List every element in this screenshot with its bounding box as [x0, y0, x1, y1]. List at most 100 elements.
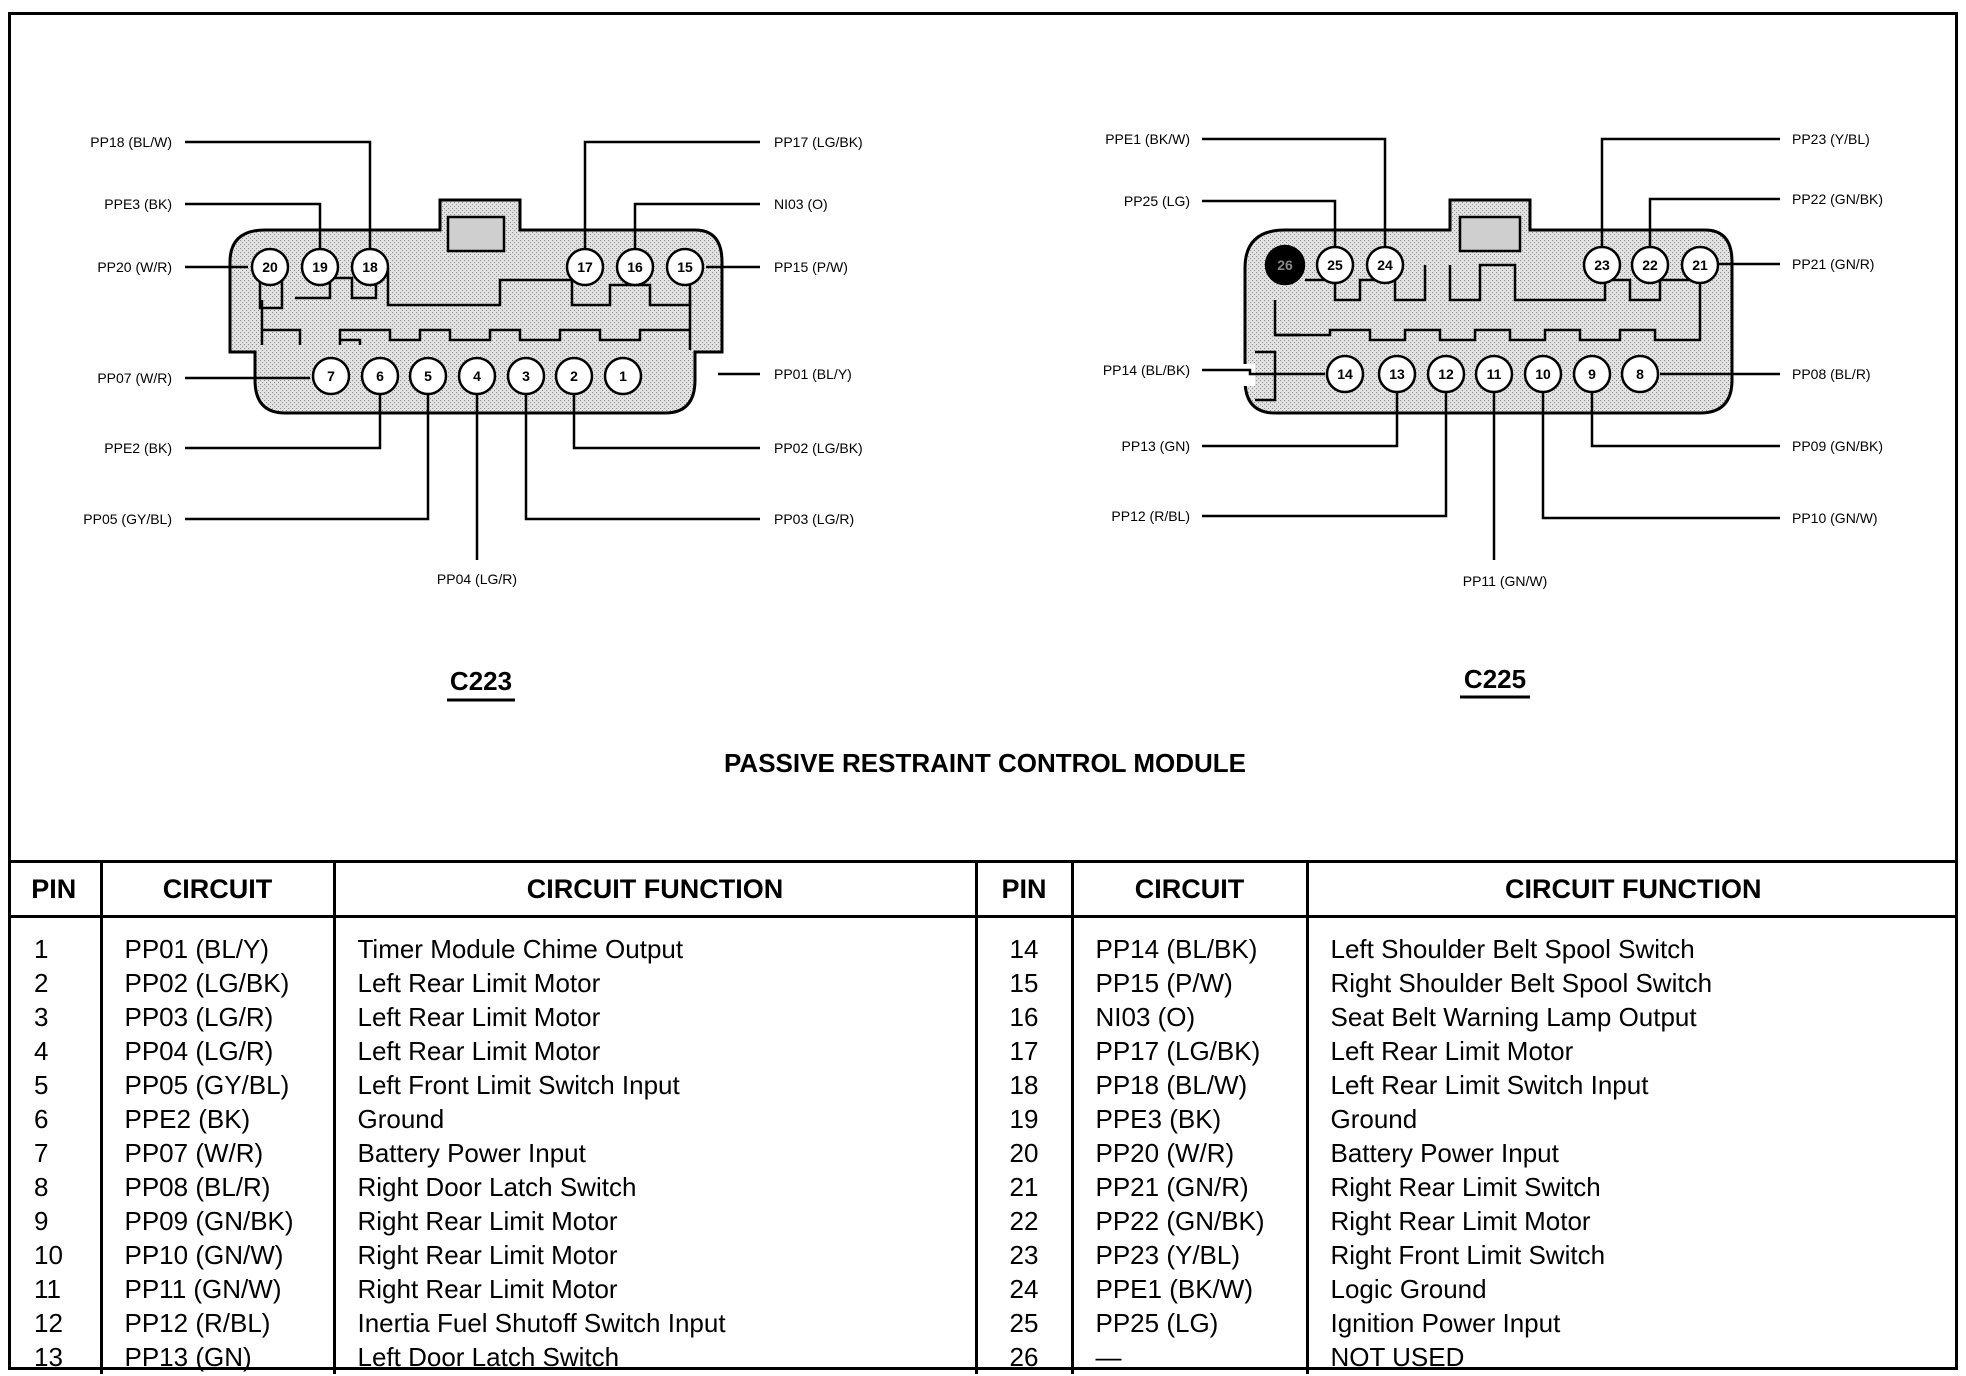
- table-cell-pin: 7: [34, 1138, 49, 1168]
- table-cell-function: Left Shoulder Belt Spool Switch: [1330, 934, 1695, 964]
- c225-leaders: [1202, 137, 1780, 560]
- table-cell-circuit: PP22 (GN/BK): [1095, 1206, 1265, 1236]
- table-cell-function: Left Door Latch Switch: [357, 1342, 620, 1372]
- svg-text:23: 23: [1594, 257, 1610, 273]
- svg-text:13: 13: [1389, 366, 1405, 382]
- table-cell-pin: 15: [1009, 968, 1039, 998]
- c225-connector-name: C225: [1460, 664, 1530, 699]
- c225-label-pp10: PP10 (GN/W): [1792, 510, 1878, 526]
- c225-label-pp11: PP11 (GN/W): [1463, 573, 1548, 589]
- svg-text:5: 5: [424, 368, 432, 384]
- c225-label-pp22: PP22 (GN/BK): [1792, 191, 1883, 207]
- table-cell-function: Ground: [1330, 1104, 1418, 1134]
- c225-pin-12: 12: [1426, 354, 1466, 394]
- c225-label-pp12: PP12 (R/BL): [1111, 508, 1190, 524]
- c225-pin-9: 9: [1572, 354, 1612, 394]
- table-cell-pin: 26: [1009, 1342, 1039, 1372]
- c223-label-ppe3: PPE3 (BK): [104, 196, 172, 212]
- table-cell-circuit: NI03 (O): [1095, 1002, 1196, 1032]
- svg-text:8: 8: [1636, 366, 1644, 382]
- c223-leaders: [185, 140, 760, 560]
- c223-leader-pp17: [583, 140, 760, 250]
- c223-label-pp03: PP03 (LG/R): [774, 511, 854, 527]
- c225-name: C225: [1464, 664, 1526, 694]
- table-cell-pin: 3: [34, 1002, 49, 1032]
- header-circuit-left: CIRCUIT: [99, 860, 334, 918]
- c223-pin-15: 15: [665, 247, 705, 287]
- table-cell-circuit: PPE3 (BK): [1095, 1104, 1222, 1134]
- table-cell-pin: 18: [1009, 1070, 1039, 1100]
- table-cell-pin: 2: [34, 968, 49, 998]
- svg-text:12: 12: [1438, 366, 1454, 382]
- c223-label-pp18: PP18 (BL/W): [90, 134, 172, 150]
- c225-label-pp13: PP13 (GN): [1122, 438, 1190, 454]
- table-cell-function: Inertia Fuel Shutoff Switch Input: [357, 1308, 726, 1338]
- header-function-left: CIRCUIT FUNCTION: [332, 860, 976, 918]
- c223-label-pp17: PP17 (LG/BK): [774, 134, 863, 150]
- c225-pins: 26 25 24 23 22 21 14 13 12 11 10 9 8: [1264, 244, 1720, 394]
- c225-leader-pp25: [1202, 199, 1337, 248]
- c225-label-pp14: PP14 (BL/BK): [1103, 362, 1190, 378]
- svg-text:10: 10: [1535, 366, 1551, 382]
- c225-pin-26: 26: [1264, 244, 1306, 286]
- c223-pin-1: 1: [603, 356, 643, 396]
- table-cell-function: Left Rear Limit Motor: [1330, 1036, 1574, 1066]
- c225-leader-ppe1: [1202, 137, 1387, 248]
- table-cell-pin: 14: [1009, 934, 1039, 964]
- c225-pin-14: 14: [1325, 354, 1365, 394]
- header-function-right: CIRCUIT FUNCTION: [1305, 860, 1958, 918]
- table-cell-function: Logic Ground: [1330, 1274, 1487, 1304]
- table-cell-function: Right Rear Limit Motor: [357, 1274, 618, 1304]
- table-cell-function: Right Rear Limit Motor: [1330, 1206, 1591, 1236]
- svg-text:18: 18: [362, 259, 378, 275]
- c223-label-pp20: PP20 (W/R): [97, 259, 172, 275]
- c225-label-pp09: PP09 (GN/BK): [1792, 438, 1883, 454]
- svg-text:17: 17: [577, 259, 593, 275]
- c223-pin-19: 19: [300, 247, 340, 287]
- c223-pin-4: 4: [457, 356, 497, 396]
- table-cell-circuit: PP15 (P/W): [1095, 968, 1233, 998]
- svg-text:20: 20: [262, 259, 278, 275]
- svg-text:4: 4: [473, 368, 481, 384]
- table-cell-circuit: PP11 (GN/W): [124, 1274, 282, 1304]
- circuit-column-left: PP01 (BL/Y)PP02 (LG/BK)PP03 (LG/R)PP04 (…: [99, 916, 334, 1374]
- table-cell-circuit: PP02 (LG/BK): [124, 968, 290, 998]
- circuit-column-right: PP14 (BL/BK)PP15 (P/W)NI03 (O)PP17 (LG/B…: [1070, 916, 1307, 1374]
- table-cell-pin: 20: [1009, 1138, 1039, 1168]
- c225-pin-8: 8: [1620, 354, 1660, 394]
- table-cell-circuit: PP14 (BL/BK): [1095, 934, 1258, 964]
- c223-label-pp07: PP07 (W/R): [97, 370, 172, 386]
- table-cell-function: Right Rear Limit Motor: [357, 1240, 618, 1270]
- table-cell-circuit: PP18 (BL/W): [1095, 1070, 1248, 1100]
- c223-pin-16: 16: [615, 247, 655, 287]
- svg-text:2: 2: [570, 368, 578, 384]
- c225-latch: [1458, 215, 1522, 253]
- c223-pin-18: 18: [350, 247, 390, 287]
- c225-label-pp08: PP08 (BL/R): [1792, 366, 1871, 382]
- svg-text:16: 16: [627, 259, 643, 275]
- svg-text:25: 25: [1327, 257, 1343, 273]
- table-cell-circuit: PPE1 (BK/W): [1095, 1274, 1253, 1304]
- c225-leader-pp14: [1202, 368, 1325, 376]
- c225-pin-22: 22: [1630, 245, 1670, 285]
- c223-label-ni03: NI03 (O): [774, 196, 828, 212]
- c223-pin-5: 5: [408, 356, 448, 396]
- table-cell-circuit: PP21 (GN/R): [1095, 1172, 1249, 1202]
- c223-label-pp02: PP02 (LG/BK): [774, 440, 863, 456]
- table-cell-pin: 6: [34, 1104, 49, 1134]
- table-cell-pin: 8: [34, 1172, 49, 1202]
- c223-connector: [228, 198, 724, 415]
- c225-leader-pp12: [1202, 393, 1448, 518]
- pin-table: PIN CIRCUIT CIRCUIT FUNCTION PIN CIRCUIT…: [8, 860, 1958, 1374]
- c223-pin-17: 17: [565, 247, 605, 287]
- table-cell-circuit: PP05 (GY/BL): [124, 1070, 290, 1100]
- table-cell-pin: 12: [34, 1308, 63, 1338]
- c225-label-pp23: PP23 (Y/BL): [1792, 131, 1870, 147]
- table-cell-function: Ground: [357, 1104, 445, 1134]
- table-cell-circuit: PP10 (GN/W): [124, 1240, 284, 1270]
- table-cell-pin: 13: [34, 1342, 63, 1372]
- c223-label-pp01: PP01 (BL/Y): [774, 366, 852, 382]
